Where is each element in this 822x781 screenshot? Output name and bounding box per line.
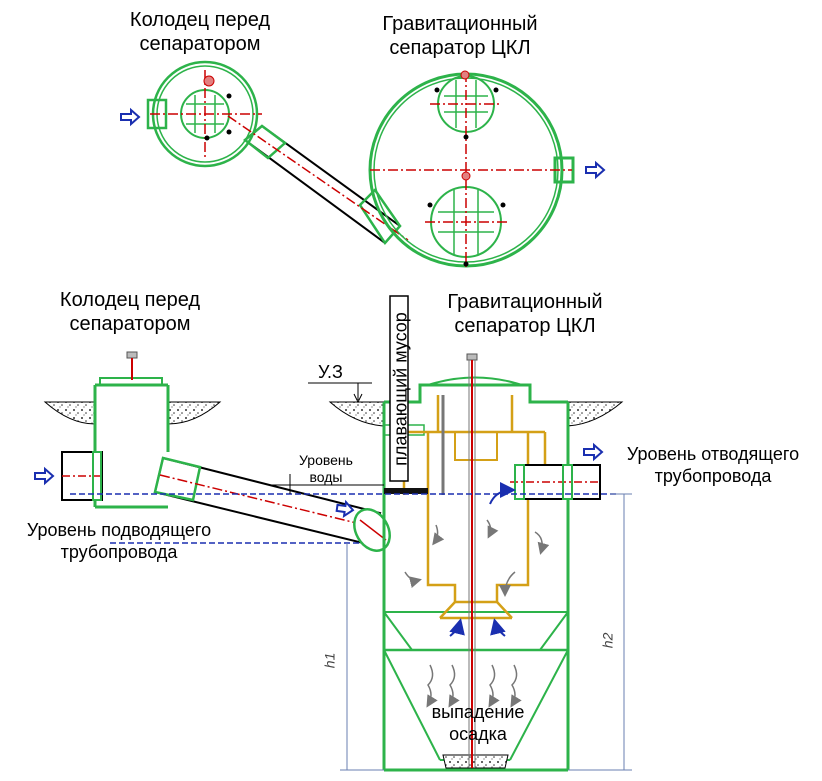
side-separator — [382, 376, 570, 772]
side-separator-title-line2: сепаратор ЦКЛ — [454, 315, 596, 337]
side-view — [34, 295, 632, 772]
outlet-level-line2: трубопровода — [654, 465, 772, 486]
sediment-line1: выпадение — [431, 702, 525, 722]
water-level-line2: воды — [309, 468, 343, 485]
side-inlet-pipe — [61, 451, 103, 501]
water-level-label: Уровень воды — [286, 452, 366, 486]
top-separator-title-line1: Гравитационный — [382, 13, 538, 35]
outlet-level-label: Уровень отводящего трубопровода — [608, 444, 818, 487]
inlet-level-line1: Уровень подводящего — [26, 520, 212, 540]
top-well-title: Колодец перед сепаратором — [100, 8, 300, 56]
mark-uz: У.З — [318, 362, 343, 382]
dimension-h1: h1 — [321, 652, 338, 669]
flow-arrow-icon — [335, 499, 355, 518]
flow-arrow-icon — [583, 442, 604, 462]
side-connecting-pipe — [153, 456, 391, 552]
flow-arrow-icon — [120, 107, 141, 127]
side-well-title-line2: сепаратором — [69, 313, 191, 335]
water-level-line1: Уровень — [299, 452, 353, 468]
side-well-title: Колодец перед сепаратором — [30, 288, 230, 336]
side-separator-title: Гравитационный сепаратор ЦКЛ — [410, 290, 640, 338]
top-separator — [368, 72, 575, 268]
top-separator-title-line2: сепаратор ЦКЛ — [389, 37, 531, 59]
floating-debris-label: плавающий мусор — [390, 312, 411, 466]
top-well-title-line2: сепаратором — [139, 33, 261, 55]
top-well-title-line1: Колодец перед — [129, 9, 271, 31]
side-well-title-line1: Колодец перед — [59, 289, 201, 311]
sediment-line2: осадка — [449, 723, 507, 744]
top-connecting-pipe — [227, 115, 409, 246]
top-separator-title: Гравитационный сепаратор ЦКЛ — [340, 12, 580, 60]
flow-arrow-icon — [34, 466, 55, 486]
sediment-label: выпадение осадка — [418, 702, 538, 745]
outlet-level-line1: Уровень отводящего — [626, 444, 800, 464]
inlet-level-label: Уровень подводящего трубопровода — [4, 520, 234, 563]
flow-arrow-icon — [585, 160, 606, 180]
inlet-level-line2: трубопровода — [60, 541, 178, 562]
dimension-h2: h2 — [599, 632, 616, 649]
side-separator-title-line1: Гравитационный — [447, 291, 603, 313]
top-view — [120, 60, 606, 268]
